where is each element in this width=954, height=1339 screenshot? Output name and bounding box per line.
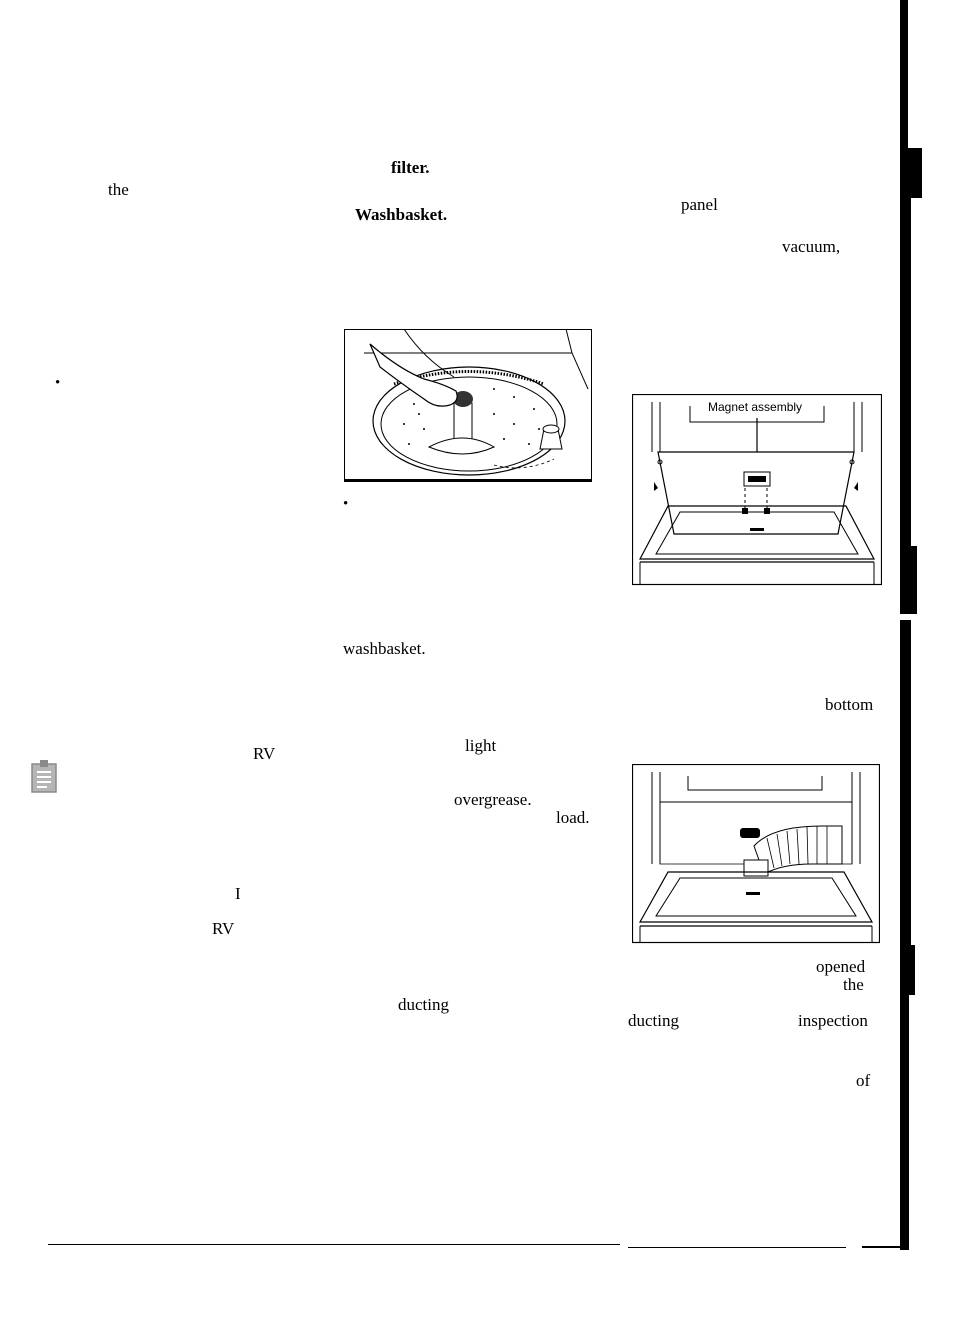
bullet-point-2: •	[343, 496, 349, 512]
heading-washbasket: Washbasket.	[355, 205, 448, 224]
page-edge-bar-bottom	[900, 995, 909, 1250]
bullet-point: •	[55, 375, 61, 391]
word-panel: panel	[681, 195, 718, 214]
page-edge-bar-mid	[900, 198, 911, 546]
word-inspection: inspection	[798, 1011, 868, 1030]
page-edge-bar-lower-tab	[900, 945, 915, 995]
footer-rule-right	[628, 1247, 846, 1248]
word-ducting-2: ducting	[628, 1011, 679, 1030]
word-light: light	[465, 736, 497, 755]
footer-rule-left	[48, 1244, 620, 1245]
word-rv: RV	[253, 744, 276, 763]
word-washbasket: washbasket.	[343, 639, 426, 658]
word-of: of	[856, 1071, 871, 1090]
page-edge-bar-top	[900, 0, 908, 148]
notepad-icon	[30, 758, 60, 794]
word-load: load.	[556, 808, 590, 827]
word-bottom: bottom	[825, 695, 874, 714]
magnet-assembly-label: Magnet assembly	[706, 400, 805, 414]
heading-filter: filter.	[391, 158, 430, 177]
word-the: the	[108, 180, 129, 199]
page-edge-bar-top-tab	[900, 148, 922, 198]
word-overgrease: overgrease.	[454, 790, 532, 809]
page-edge-bar-lower	[900, 620, 911, 945]
page-edge-bar-mid-tab	[900, 546, 917, 614]
ducting-figure	[632, 764, 880, 944]
washbasket-figure	[344, 329, 592, 483]
word-ducting: ducting	[398, 995, 449, 1014]
word-i: I	[235, 884, 241, 903]
word-rv-2: RV	[212, 919, 235, 938]
word-the-2: the	[843, 975, 864, 994]
word-opened: opened	[816, 957, 866, 976]
footer-rule-stub	[862, 1246, 902, 1248]
word-vacuum: vacuum,	[782, 237, 841, 256]
magnet-assembly-figure: Magnet assembly	[632, 394, 882, 586]
